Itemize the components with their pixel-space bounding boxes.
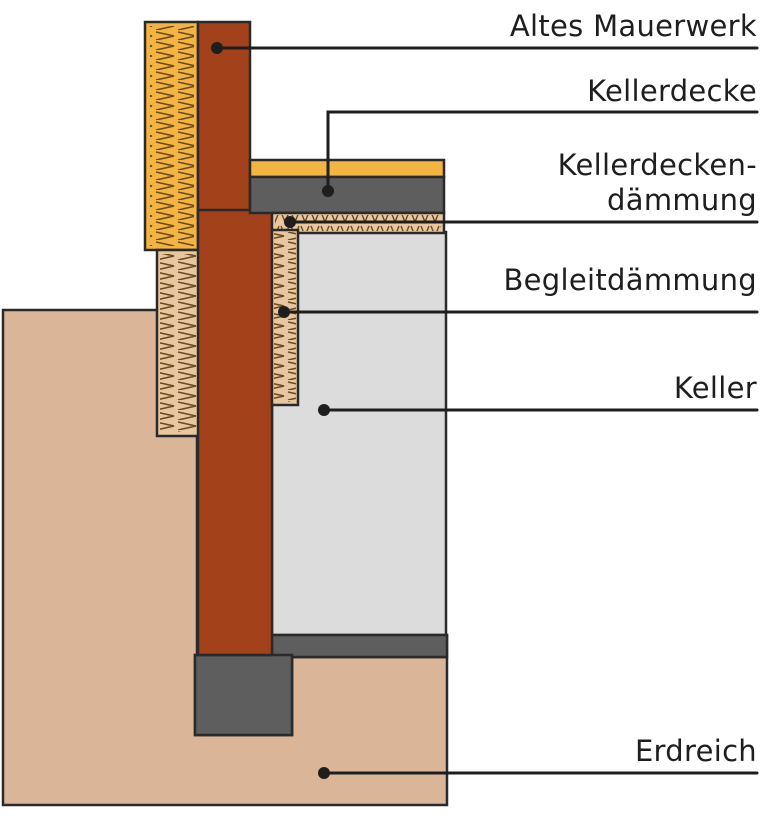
label-erdreich: Erdreich (635, 734, 757, 768)
label-kellerdecke: Kellerdecke (587, 74, 757, 108)
leader-kellerdeckendaemmung (284, 216, 759, 228)
leader-kellerdecke (322, 110, 759, 197)
label-kellerdeckendaemmung-line2: dämmung (607, 183, 757, 217)
old-masonry-wall (196, 20, 252, 220)
leader-erdreich (318, 767, 759, 779)
strip-foundation (193, 653, 294, 737)
external-insulation-upper-texture (150, 26, 194, 246)
floor-slab (270, 633, 449, 659)
label-keller: Keller (674, 371, 757, 405)
label-begleitdaemmung: Begleitdämmung (503, 263, 757, 297)
leader-begleitdaemmung (278, 306, 759, 318)
old-masonry-wall-lower (196, 208, 274, 657)
label-altes-mauerwerk: Altes Mauerwerk (510, 9, 757, 43)
cellar-ceiling-slab (248, 175, 446, 215)
perimeter-insulation-texture (160, 254, 196, 432)
leader-altes-mauerwerk (211, 42, 759, 54)
leader-keller (318, 404, 759, 416)
label-kellerdeckendaemmung-line1: Kellerdecken- (558, 148, 757, 182)
leader-line (326, 110, 759, 193)
floor-finish (248, 158, 446, 179)
